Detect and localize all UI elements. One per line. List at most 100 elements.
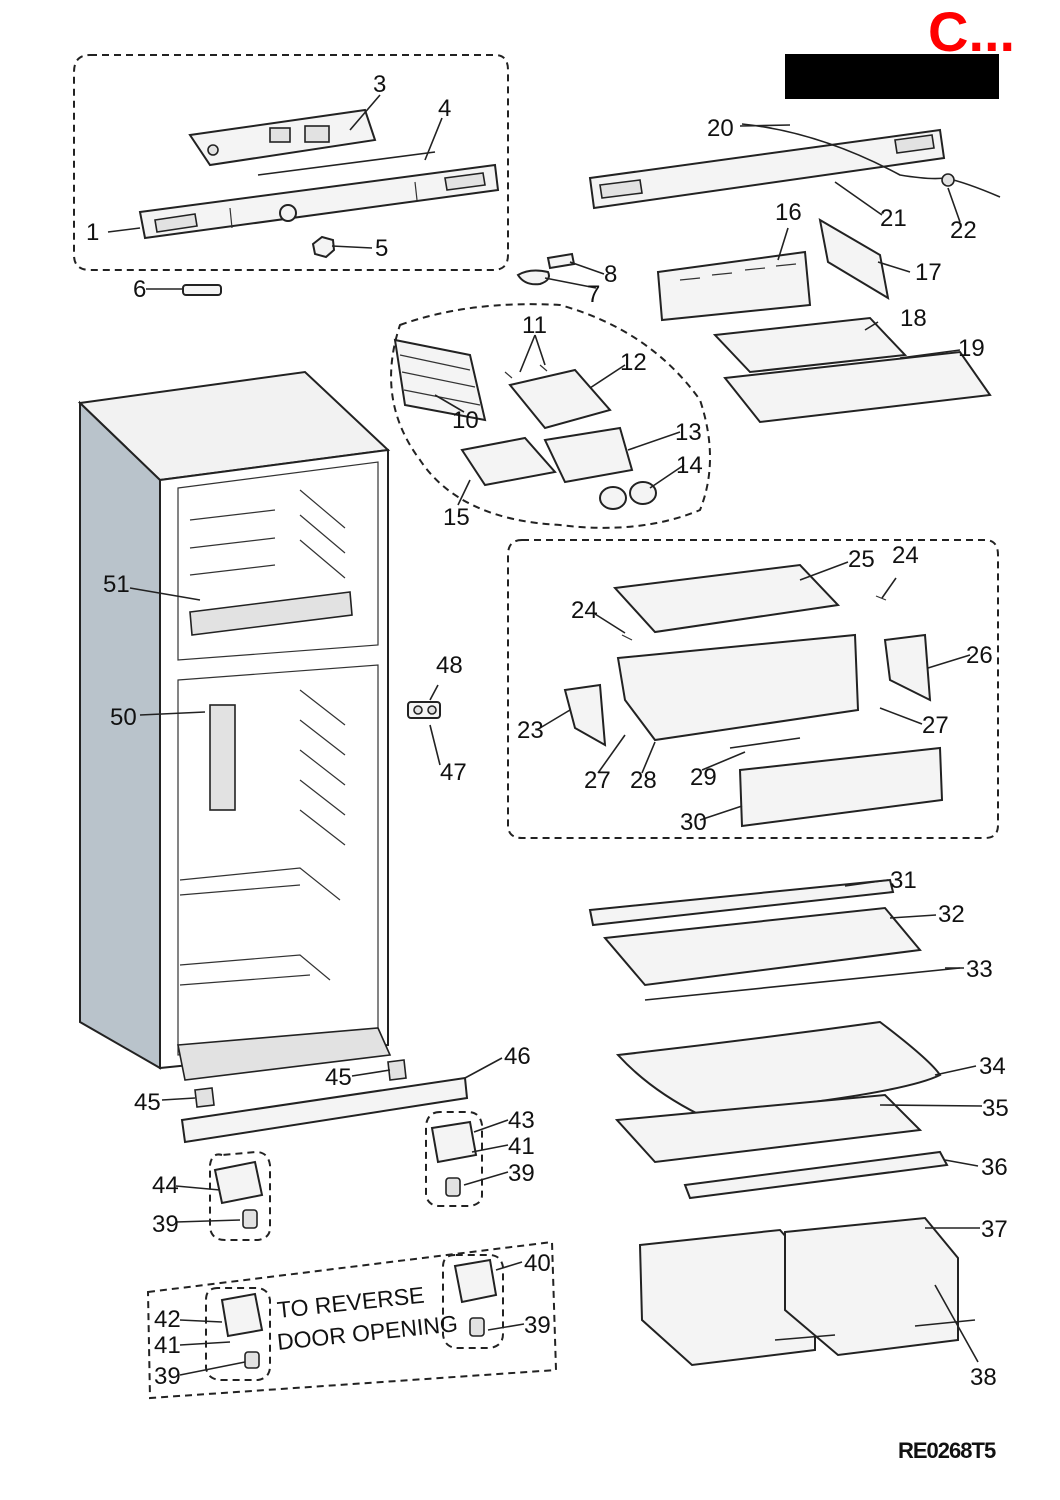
callout-35: 35 [982,1095,1009,1122]
callout-34: 34 [979,1053,1006,1080]
callout-46: 46 [504,1043,531,1070]
callout-20: 20 [707,115,734,142]
callout-39a: 39 [508,1160,535,1187]
group-outline-reverse-right [442,1254,504,1349]
part-latch [546,252,576,270]
callout-29: 29 [690,764,717,791]
corner-tag: C... [928,0,1016,63]
part-ice-maker-13 [543,426,634,484]
callout-12: 12 [620,349,647,376]
callout-36: 36 [981,1154,1008,1181]
callout-8: 8 [604,261,617,288]
callout-27b: 27 [922,712,949,739]
callout-30: 30 [680,809,707,836]
callout-labels: 1 3 4 5 6 7 8 10 11 12 13 14 15 16 17 18… [86,71,1009,1391]
callout-32: 32 [938,901,965,928]
part-control-board [188,108,377,167]
part-crisper-rail-38 [774,1319,976,1341]
group-outline-reverse-left [205,1287,271,1381]
part-glass-shelf-19 [723,350,992,424]
callout-39b: 39 [152,1211,179,1238]
callout-3: 3 [373,71,386,98]
part-shelf-trim-31 [588,878,895,927]
part-foot-44 [213,1160,264,1229]
callout-31: 31 [890,867,917,894]
part-chiller-tray-28 [616,633,860,742]
callout-23: 23 [517,717,544,744]
callout-39c: 39 [524,1312,551,1339]
callout-22: 22 [950,217,977,244]
part-glass-shelf-32 [603,906,922,987]
part-glass-shelf-18 [712,316,908,374]
part-bracket-23 [563,683,607,747]
callout-47: 47 [440,759,467,786]
part-side-panel-17 [818,218,890,300]
part-chiller-cover-25 [612,563,841,634]
callout-13: 13 [675,419,702,446]
callout-7: 7 [587,281,600,308]
part-foot-43 [430,1120,478,1197]
callout-1: 1 [86,219,99,246]
leader-lines [107,94,983,1376]
part-clip [516,269,550,286]
callout-6: 6 [133,276,146,303]
part-screw-11 [504,364,548,379]
callout-25: 25 [848,546,875,573]
callout-24b: 24 [892,542,919,569]
part-screw-24 [621,595,887,641]
callout-24a: 24 [571,597,598,624]
callout-37: 37 [981,1216,1008,1243]
part-crisper-left-37 [638,1228,816,1367]
callout-42: 42 [154,1306,181,1333]
group-outline-chiller [507,539,999,839]
part-base-bar-46 [180,1059,469,1144]
part-reverse-hinge-right [453,1258,498,1337]
part-shelf-trim-36 [683,1150,949,1200]
callout-40: 40 [524,1250,551,1277]
callout-17: 17 [915,259,942,286]
callout-26: 26 [966,642,993,669]
part-ice-bin-10 [393,338,487,422]
callout-19: 19 [958,335,985,362]
part-reverse-hinge-left [220,1292,264,1369]
group-outline-reverse-kit [146,1240,558,1400]
callout-28: 28 [630,767,657,794]
group-outline-top-hinge [73,54,509,271]
part-cabinet [77,370,392,1081]
callout-39d: 39 [154,1363,181,1390]
callout-45b: 45 [325,1064,352,1091]
callout-10: 10 [452,407,479,434]
part-wire-harness [741,123,1001,198]
group-outline-foot-left [209,1150,271,1241]
callout-14: 14 [676,452,703,479]
part-ice-tray-12 [508,368,612,430]
callout-21: 21 [880,205,907,232]
callout-27a: 27 [584,767,611,794]
part-top-cover [138,163,500,240]
part-knobs-14 [599,481,657,510]
part-drawer-front-16 [656,250,812,322]
part-small-pin [182,284,222,296]
part-glass-shelf-35 [614,1093,923,1164]
part-rod-29 [729,737,801,749]
callout-18: 18 [900,305,927,332]
callout-5: 5 [375,235,388,262]
callout-11: 11 [522,312,547,339]
callout-4: 4 [438,95,451,122]
part-middle-hinge [407,701,441,719]
part-knob [279,204,336,259]
callout-38: 38 [970,1364,997,1391]
callout-50: 50 [110,704,137,731]
part-right-top-cover [588,128,946,210]
redaction-bar [785,54,999,99]
callout-43: 43 [508,1107,535,1134]
callout-15: 15 [443,504,470,531]
part-drawer-front-30 [738,746,944,828]
document-code: RE0268T5 [898,1438,996,1463]
group-outline-ice-tray [390,303,711,529]
part-bracket-26 [883,633,932,702]
part-shelf-trim-33 [644,967,961,1001]
callout-48: 48 [436,652,463,679]
part-connector [941,173,955,187]
callout-45a: 45 [134,1089,161,1116]
